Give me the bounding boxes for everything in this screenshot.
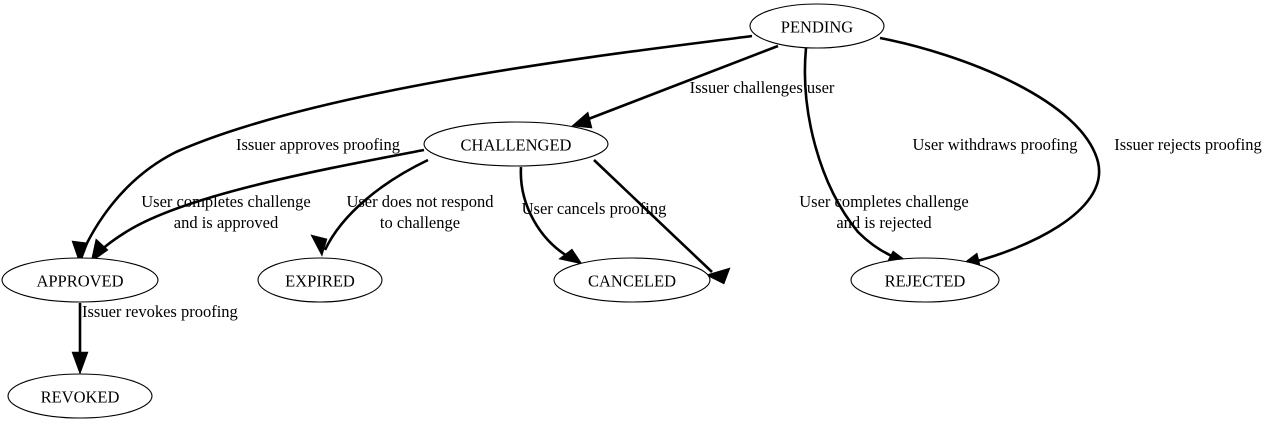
node-label-rejected: REJECTED <box>885 272 966 291</box>
edge-label-user-cancels-proofing: User cancels proofing <box>522 199 667 218</box>
edge-arrow-into-canceled-right <box>705 267 731 285</box>
edge-label-user-does-not-respond-line2: to challenge <box>380 213 460 232</box>
node-expired[interactable]: EXPIRED <box>257 257 383 303</box>
nodes-layer: PENDING CHALLENGED APPROVED EXPIRED CANC… <box>1 3 1000 419</box>
edge-label-user-does-not-respond-line1: User does not respond <box>346 192 494 211</box>
edge-path <box>93 148 425 258</box>
arrowhead-icon <box>558 248 583 265</box>
node-ellipse <box>257 257 383 303</box>
edge-pending-to-rejected-reject[interactable]: Issuer rejects proofing <box>879 36 1262 270</box>
edge-challenged-to-canceled-long[interactable]: User completes challenge and is rejected <box>593 159 969 273</box>
node-revoked[interactable]: REVOKED <box>7 373 153 419</box>
edge-label-user-completes-challenge-approved-line2: and is approved <box>174 213 279 232</box>
node-ellipse <box>749 3 885 49</box>
node-challenged[interactable]: CHALLENGED <box>423 121 609 167</box>
node-ellipse <box>553 257 711 303</box>
edge-path <box>593 159 713 273</box>
node-label-canceled: CANCELED <box>588 272 676 291</box>
edge-challenged-to-approved[interactable]: User completes challenge and is approved <box>90 148 425 263</box>
node-ellipse <box>850 257 1000 303</box>
edge-label-issuer-challenges-user: Issuer challenges user <box>690 78 835 97</box>
edge-approved-to-revoked[interactable]: Issuer revokes proofing <box>71 302 238 375</box>
arrowhead-icon <box>90 238 109 263</box>
node-label-pending: PENDING <box>781 18 853 37</box>
edge-label-user-completes-challenge-rejected-line1: User completes challenge <box>799 192 969 211</box>
node-label-approved: APPROVED <box>36 272 123 291</box>
node-label-revoked: REVOKED <box>41 388 120 407</box>
edge-label-issuer-revokes-proofing: Issuer revokes proofing <box>82 302 238 321</box>
node-label-challenged: CHALLENGED <box>461 136 572 155</box>
edge-pending-to-rejected-withdraw[interactable]: User withdraws proofing <box>803 47 1078 267</box>
edge-label-user-withdraws-proofing: User withdraws proofing <box>913 135 1078 154</box>
edge-path <box>577 44 779 125</box>
node-ellipse <box>423 121 609 167</box>
edge-path <box>519 166 577 263</box>
edge-label-issuer-rejects-proofing: Issuer rejects proofing <box>1114 135 1262 154</box>
arrowhead-icon <box>71 351 89 375</box>
edge-label-user-completes-challenge-approved-line1: User completes challenge <box>141 192 311 211</box>
edges-layer: Issuer approves proofing Issuer challeng… <box>71 34 1262 375</box>
edge-path <box>323 158 429 251</box>
node-pending[interactable]: PENDING <box>749 3 885 49</box>
node-label-expired: EXPIRED <box>285 272 355 291</box>
node-approved[interactable]: APPROVED <box>1 257 159 303</box>
edge-challenged-to-canceled[interactable]: User cancels proofing <box>519 166 667 265</box>
edge-path <box>803 47 903 262</box>
edge-path <box>78 34 753 259</box>
arrowhead-icon <box>71 240 89 265</box>
node-ellipse <box>7 373 153 419</box>
edge-label-user-completes-challenge-rejected-line2: and is rejected <box>836 213 932 232</box>
node-ellipse <box>1 257 159 303</box>
edge-pending-to-approved[interactable]: Issuer approves proofing <box>71 34 753 265</box>
edge-pending-to-challenged[interactable]: Issuer challenges user <box>571 44 835 129</box>
arrowhead-icon <box>310 234 328 257</box>
edge-label-issuer-approves-proofing: Issuer approves proofing <box>236 135 400 154</box>
arrowhead-icon <box>571 111 593 129</box>
edge-path <box>879 36 1101 266</box>
node-rejected[interactable]: REJECTED <box>850 257 1000 303</box>
edge-challenged-to-expired[interactable]: User does not respond to challenge <box>310 158 494 257</box>
node-canceled[interactable]: CANCELED <box>553 257 711 303</box>
arrowhead-icon <box>705 267 731 285</box>
